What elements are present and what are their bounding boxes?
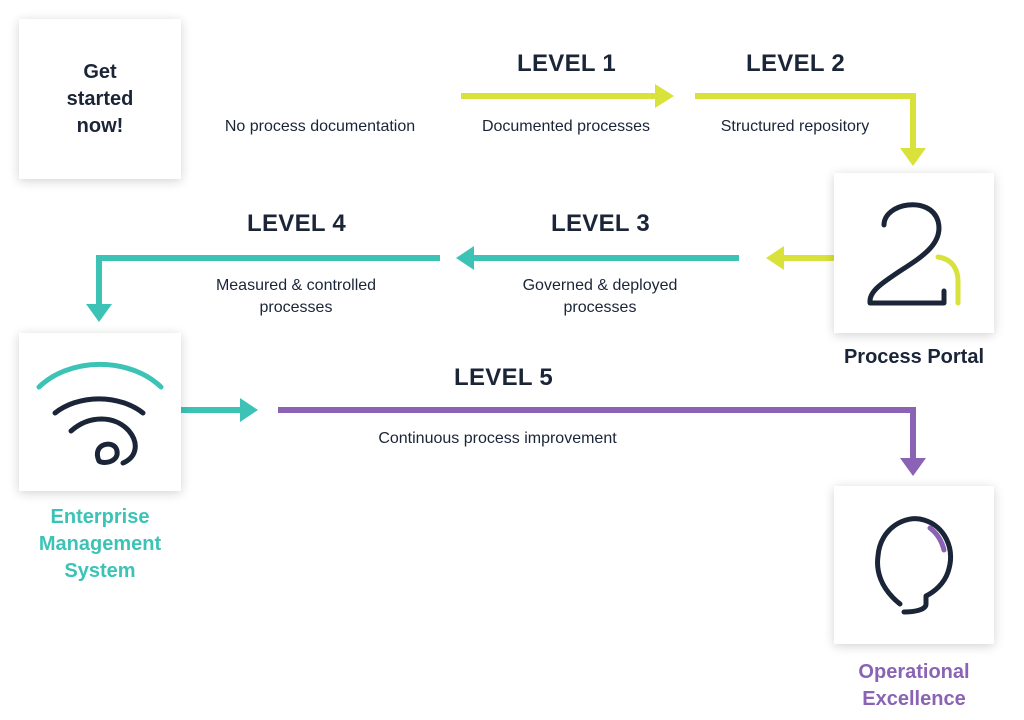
person-icon — [867, 202, 961, 306]
oe-label-line: Operational — [858, 661, 970, 683]
arrow-level-5 — [278, 407, 926, 476]
start-label-line: now! — [76, 115, 124, 137]
arrow-level-4 — [86, 255, 440, 322]
ems-label-line: Management — [38, 533, 162, 555]
start-label-line: started — [66, 88, 134, 110]
level-2-description: Structured repository — [720, 118, 870, 135]
arrow-level-3 — [456, 246, 739, 270]
enterprise-management-system-card[interactable] — [19, 333, 181, 491]
start-card[interactable]: Get started now! — [19, 19, 181, 179]
level-5-description: Continuous process improvement — [378, 430, 617, 447]
level-2-title: LEVEL 2 — [746, 50, 846, 77]
arrow-ems-out — [181, 398, 258, 422]
start-label: Get started now! — [19, 59, 181, 140]
ems-label-line: Enterprise — [50, 506, 150, 528]
baseline-description: No process documentation — [224, 118, 416, 135]
level-1-title: LEVEL 1 — [517, 50, 617, 77]
arrow-level-2 — [695, 93, 926, 166]
level-3-description: Governed & deployed processes — [500, 275, 700, 319]
level-5-title: LEVEL 5 — [454, 364, 554, 391]
arrow-portal-out — [766, 246, 834, 270]
level-3-description-line: processes — [563, 299, 637, 316]
operational-excellence-label: Operational Excellence — [824, 659, 1004, 713]
ems-label-line: System — [64, 560, 136, 582]
oe-label-line: Excellence — [862, 688, 966, 710]
level-3-description-line: Governed & deployed — [522, 277, 678, 294]
signal-icon — [36, 361, 164, 466]
level-4-title: LEVEL 4 — [247, 210, 347, 237]
level-4-description-line: processes — [259, 299, 333, 316]
level-3-title: LEVEL 3 — [551, 210, 651, 237]
level-1-description: Documented processes — [481, 118, 651, 135]
start-label-line: Get — [83, 61, 117, 83]
process-portal-label: Process Portal — [843, 346, 985, 368]
operational-excellence-card[interactable] — [834, 486, 994, 644]
level-4-description: Measured & controlled processes — [196, 275, 396, 319]
enterprise-management-system-label: Enterprise Management System — [10, 504, 190, 585]
arrow-level-1 — [461, 84, 674, 108]
process-portal-card[interactable] — [834, 173, 994, 333]
lightbulb-icon — [875, 516, 953, 615]
level-4-description-line: Measured & controlled — [215, 277, 377, 294]
